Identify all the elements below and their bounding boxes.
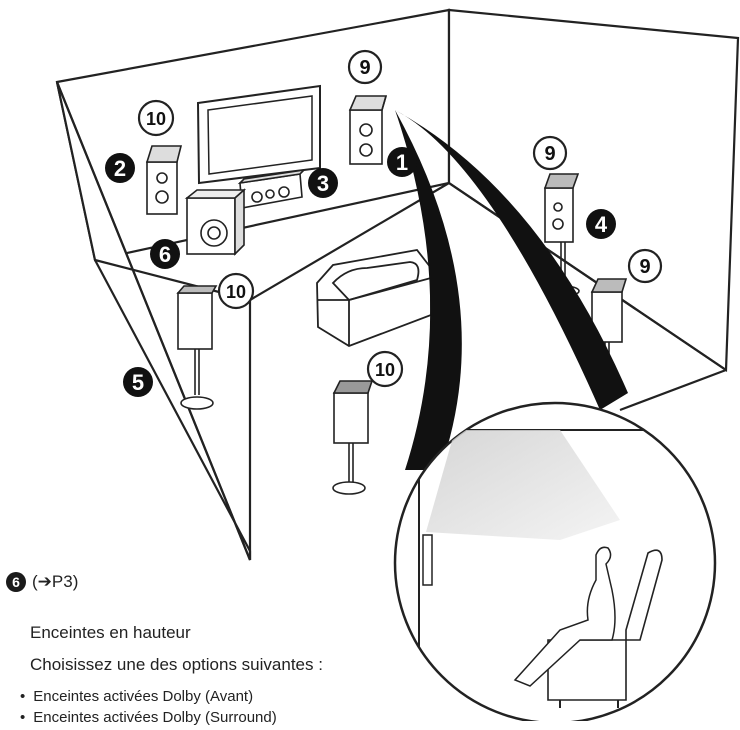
front-left-speaker [145, 145, 183, 215]
list-item: Enceintes activées Dolby (Avant) [20, 688, 277, 705]
label-subwoofer: 6 [150, 239, 180, 269]
svg-text:6: 6 [159, 242, 171, 267]
svg-text:9: 9 [639, 256, 650, 278]
svg-text:2: 2 [114, 156, 126, 181]
label-height-left-surround: 10 [217, 272, 255, 310]
label-height-left-front: 10 [137, 99, 175, 137]
svg-text:1: 1 [396, 150, 408, 175]
options-list: Enceintes activées Dolby (Avant) Enceint… [20, 688, 277, 730]
page-reference: 6 (➔P3) [6, 572, 78, 592]
svg-text:5: 5 [132, 370, 144, 395]
label-center: 3 [308, 168, 338, 198]
magnifier-detail [393, 401, 717, 721]
svg-text:4: 4 [595, 212, 608, 237]
left-surround-speaker [176, 285, 218, 410]
list-item: Enceintes activées Dolby (Surround) [20, 709, 276, 726]
sofa [316, 249, 432, 347]
front-right-speaker [348, 95, 388, 165]
svg-text:10: 10 [226, 282, 246, 302]
section-heading: Enceintes en hauteur [30, 623, 191, 642]
reference-page-link[interactable]: (➔P3) [32, 572, 79, 591]
svg-text:3: 3 [317, 171, 329, 196]
magnifier-beam [395, 110, 628, 410]
svg-text:10: 10 [146, 109, 166, 129]
svg-text:9: 9 [544, 143, 555, 165]
label-height-right-rear: 9 [627, 248, 663, 284]
svg-text:10: 10 [375, 360, 395, 380]
label-height-right-front: 9 [347, 49, 383, 85]
subwoofer [184, 188, 247, 256]
label-height-right-surround: 9 [532, 135, 568, 171]
label-front-right: 1 [387, 147, 417, 177]
label-surround-right: 4 [586, 209, 616, 239]
label-surround-left: 5 [123, 367, 153, 397]
reference-number-badge: 6 [6, 572, 26, 592]
label-front-left: 2 [105, 153, 135, 183]
television [196, 84, 321, 185]
svg-text:9: 9 [359, 57, 370, 79]
rear-speaker [332, 380, 374, 495]
label-height-left-rear: 10 [366, 350, 404, 388]
instruction-text: Choisissez une des options suivantes : [30, 655, 323, 674]
